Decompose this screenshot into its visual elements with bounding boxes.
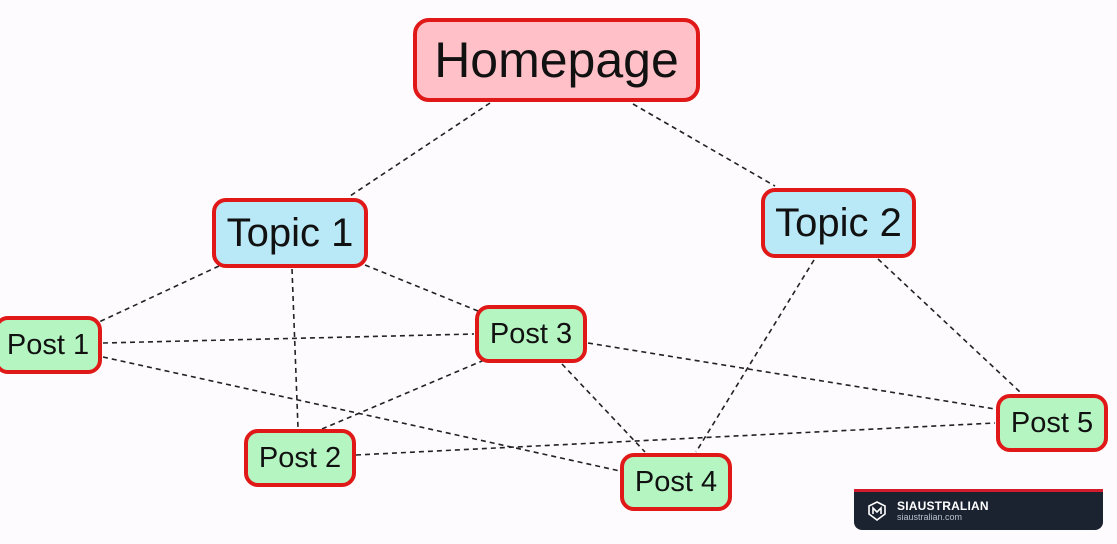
node-post-4: Post 4 <box>620 453 732 511</box>
node-post-2-label: Post 2 <box>258 441 342 474</box>
node-topic-2-label: Topic 2 <box>775 201 902 245</box>
node-topic-1-label: Topic 1 <box>226 211 354 255</box>
node-homepage-label: Homepage <box>434 32 679 88</box>
edge-post3-post4 <box>561 363 646 453</box>
node-post-3: Post 3 <box>475 305 587 363</box>
edge-post3-post5 <box>587 342 996 410</box>
edge-topic2-post4 <box>695 259 815 453</box>
edge-post1-post3 <box>102 333 475 344</box>
edge-post2-post5 <box>355 422 996 456</box>
edge-homepage-topic2 <box>632 103 776 187</box>
m-shield-logo-icon <box>867 501 887 521</box>
site-watermark: SIAUSTRALIAN siaustralian.com <box>854 489 1103 530</box>
node-post-4-label: Post 4 <box>634 465 718 498</box>
node-post-1-label: Post 1 <box>6 328 90 361</box>
watermark-url: siaustralian.com <box>897 512 963 522</box>
edge-topic2-post5 <box>877 258 1021 393</box>
edge-topic1-post2 <box>291 268 299 429</box>
edge-post2-post3 <box>321 357 490 430</box>
watermark-brand: SIAUSTRALIAN <box>897 499 989 513</box>
edge-topic1-post1 <box>98 265 220 323</box>
node-post-1: Post 1 <box>0 316 102 374</box>
edge-post1-post4 <box>102 356 621 472</box>
node-homepage: Homepage <box>413 18 700 102</box>
edge-topic1-post3 <box>364 264 479 312</box>
node-post-5-label: Post 5 <box>1010 406 1094 439</box>
node-post-2: Post 2 <box>244 429 356 487</box>
node-topic-2: Topic 2 <box>761 188 916 258</box>
edge-homepage-topic1 <box>349 102 491 197</box>
node-post-3-label: Post 3 <box>489 317 573 350</box>
node-topic-1: Topic 1 <box>212 198 368 268</box>
node-post-5: Post 5 <box>996 394 1108 452</box>
